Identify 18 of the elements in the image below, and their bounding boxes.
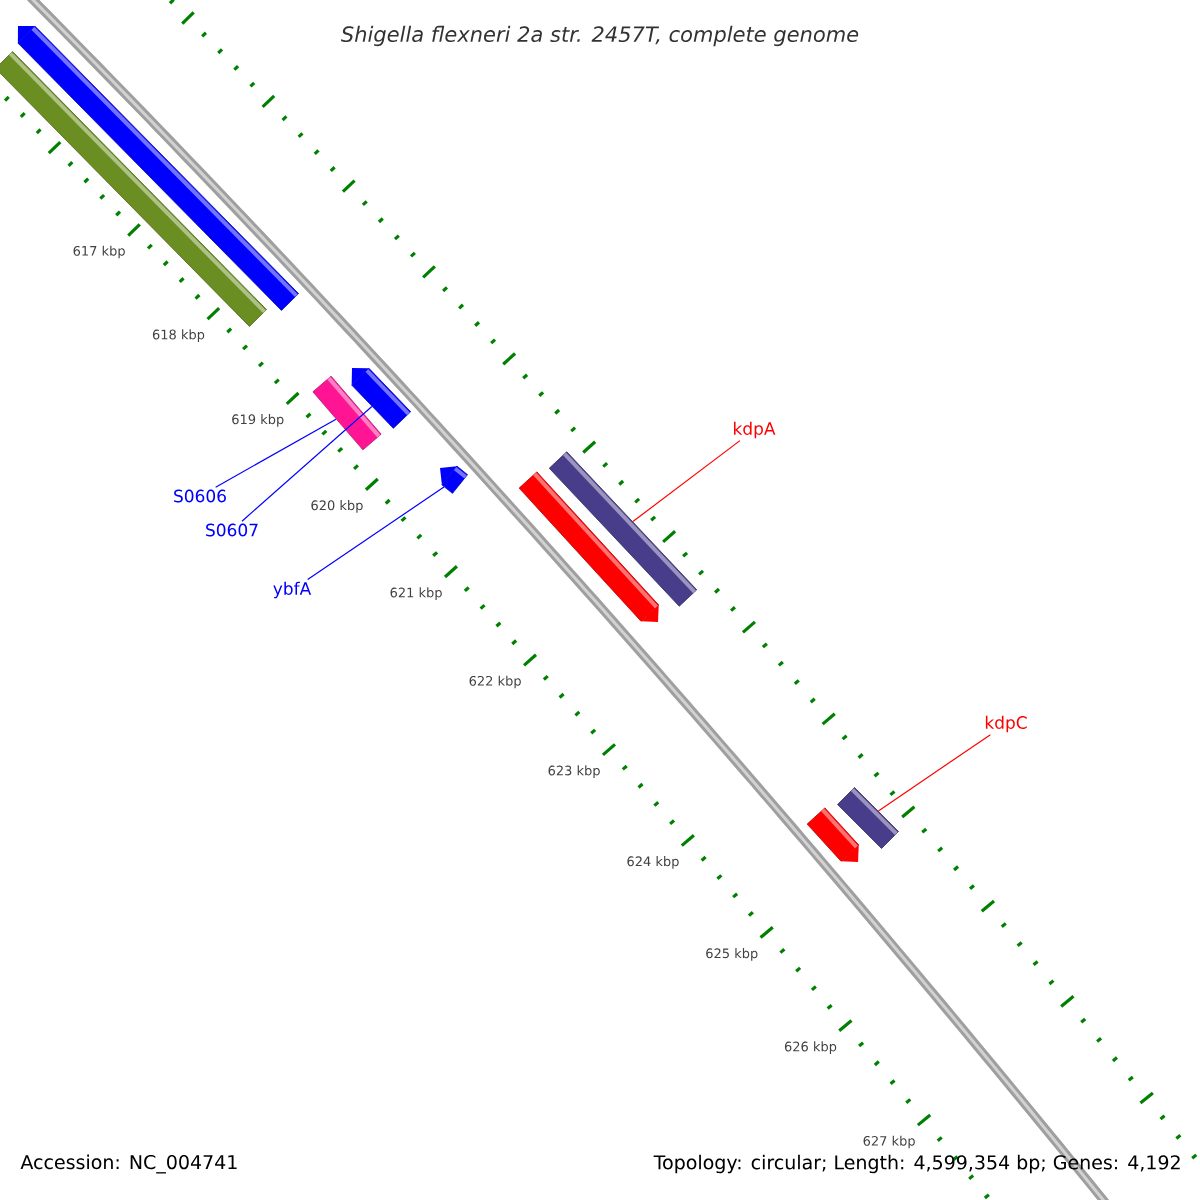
- leader-line: [632, 440, 741, 523]
- leader-line: [241, 405, 373, 522]
- genome-info-text: Topology: circular; Length: 4,599,354 bp; Genes: 4,192: [653, 1154, 1180, 1174]
- gene-label: ybfA: [273, 581, 312, 599]
- gene-bar: [548, 451, 698, 607]
- gene-label: S0607: [206, 523, 258, 537]
- gene-bar: [837, 787, 899, 849]
- gene-bar: [440, 465, 468, 494]
- leader-line: [215, 418, 337, 488]
- gene-label: kdpA: [734, 421, 776, 439]
- gene-bar: [17, 25, 299, 311]
- leader-line: [307, 486, 445, 580]
- accession-text: Accession: NC_004741: [20, 1154, 237, 1174]
- gene-bar: [351, 367, 412, 429]
- gene-label: S0606: [174, 489, 226, 503]
- title: Shigella flexneri 2a str. 2457T, complete genome: [341, 25, 859, 47]
- gene-label: kdpC: [985, 715, 1027, 733]
- leader-line: [877, 734, 991, 812]
